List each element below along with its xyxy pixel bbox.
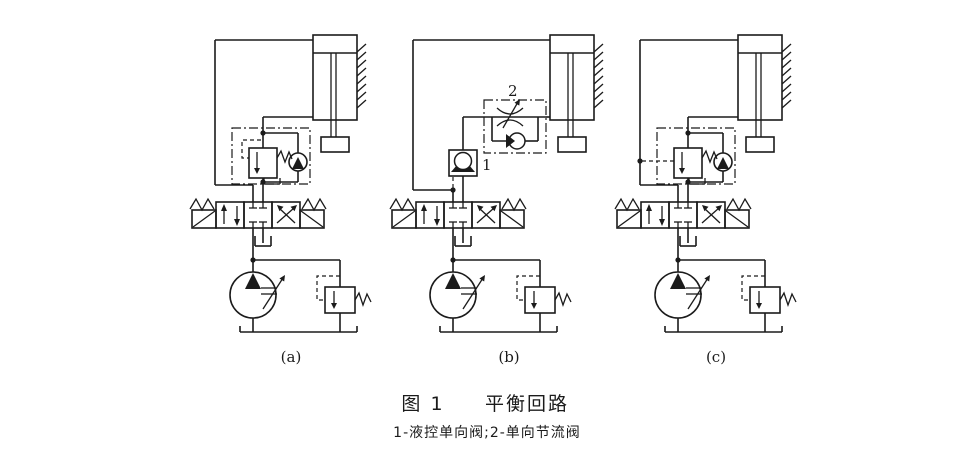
figure-caption: 图 1 平衡回路 1-液控单向阀;2-单向节流阀 bbox=[393, 393, 581, 441]
circuit-c-core bbox=[615, 35, 796, 332]
directional-valve bbox=[389, 198, 527, 247]
circuit-b-label: (b) bbox=[498, 348, 519, 366]
circuit-a-label: (a) bbox=[281, 348, 302, 366]
pilot-junction-dot bbox=[637, 158, 643, 164]
circuit-c: (c) bbox=[615, 35, 796, 366]
circuit-a-core bbox=[190, 35, 371, 332]
cylinder bbox=[549, 34, 604, 153]
circuit-a: (a) bbox=[190, 35, 371, 366]
figure-legend: 1-液控单向阀;2-单向节流阀 bbox=[393, 425, 581, 441]
valve2-label: 2 bbox=[508, 82, 518, 100]
figure-number: 图 1 bbox=[401, 393, 444, 415]
circuit-c-label: (c) bbox=[706, 348, 726, 366]
figure-title: 平衡回路 bbox=[485, 393, 569, 415]
pilot-check-valve bbox=[448, 117, 478, 202]
one-way-throttle-valve bbox=[463, 99, 550, 154]
internal-pilot-line bbox=[241, 139, 261, 159]
valve1-label: 1 bbox=[482, 156, 492, 174]
circuit-b: 1 2 (b) bbox=[389, 34, 604, 366]
pump-and-relief-unit bbox=[429, 227, 572, 333]
